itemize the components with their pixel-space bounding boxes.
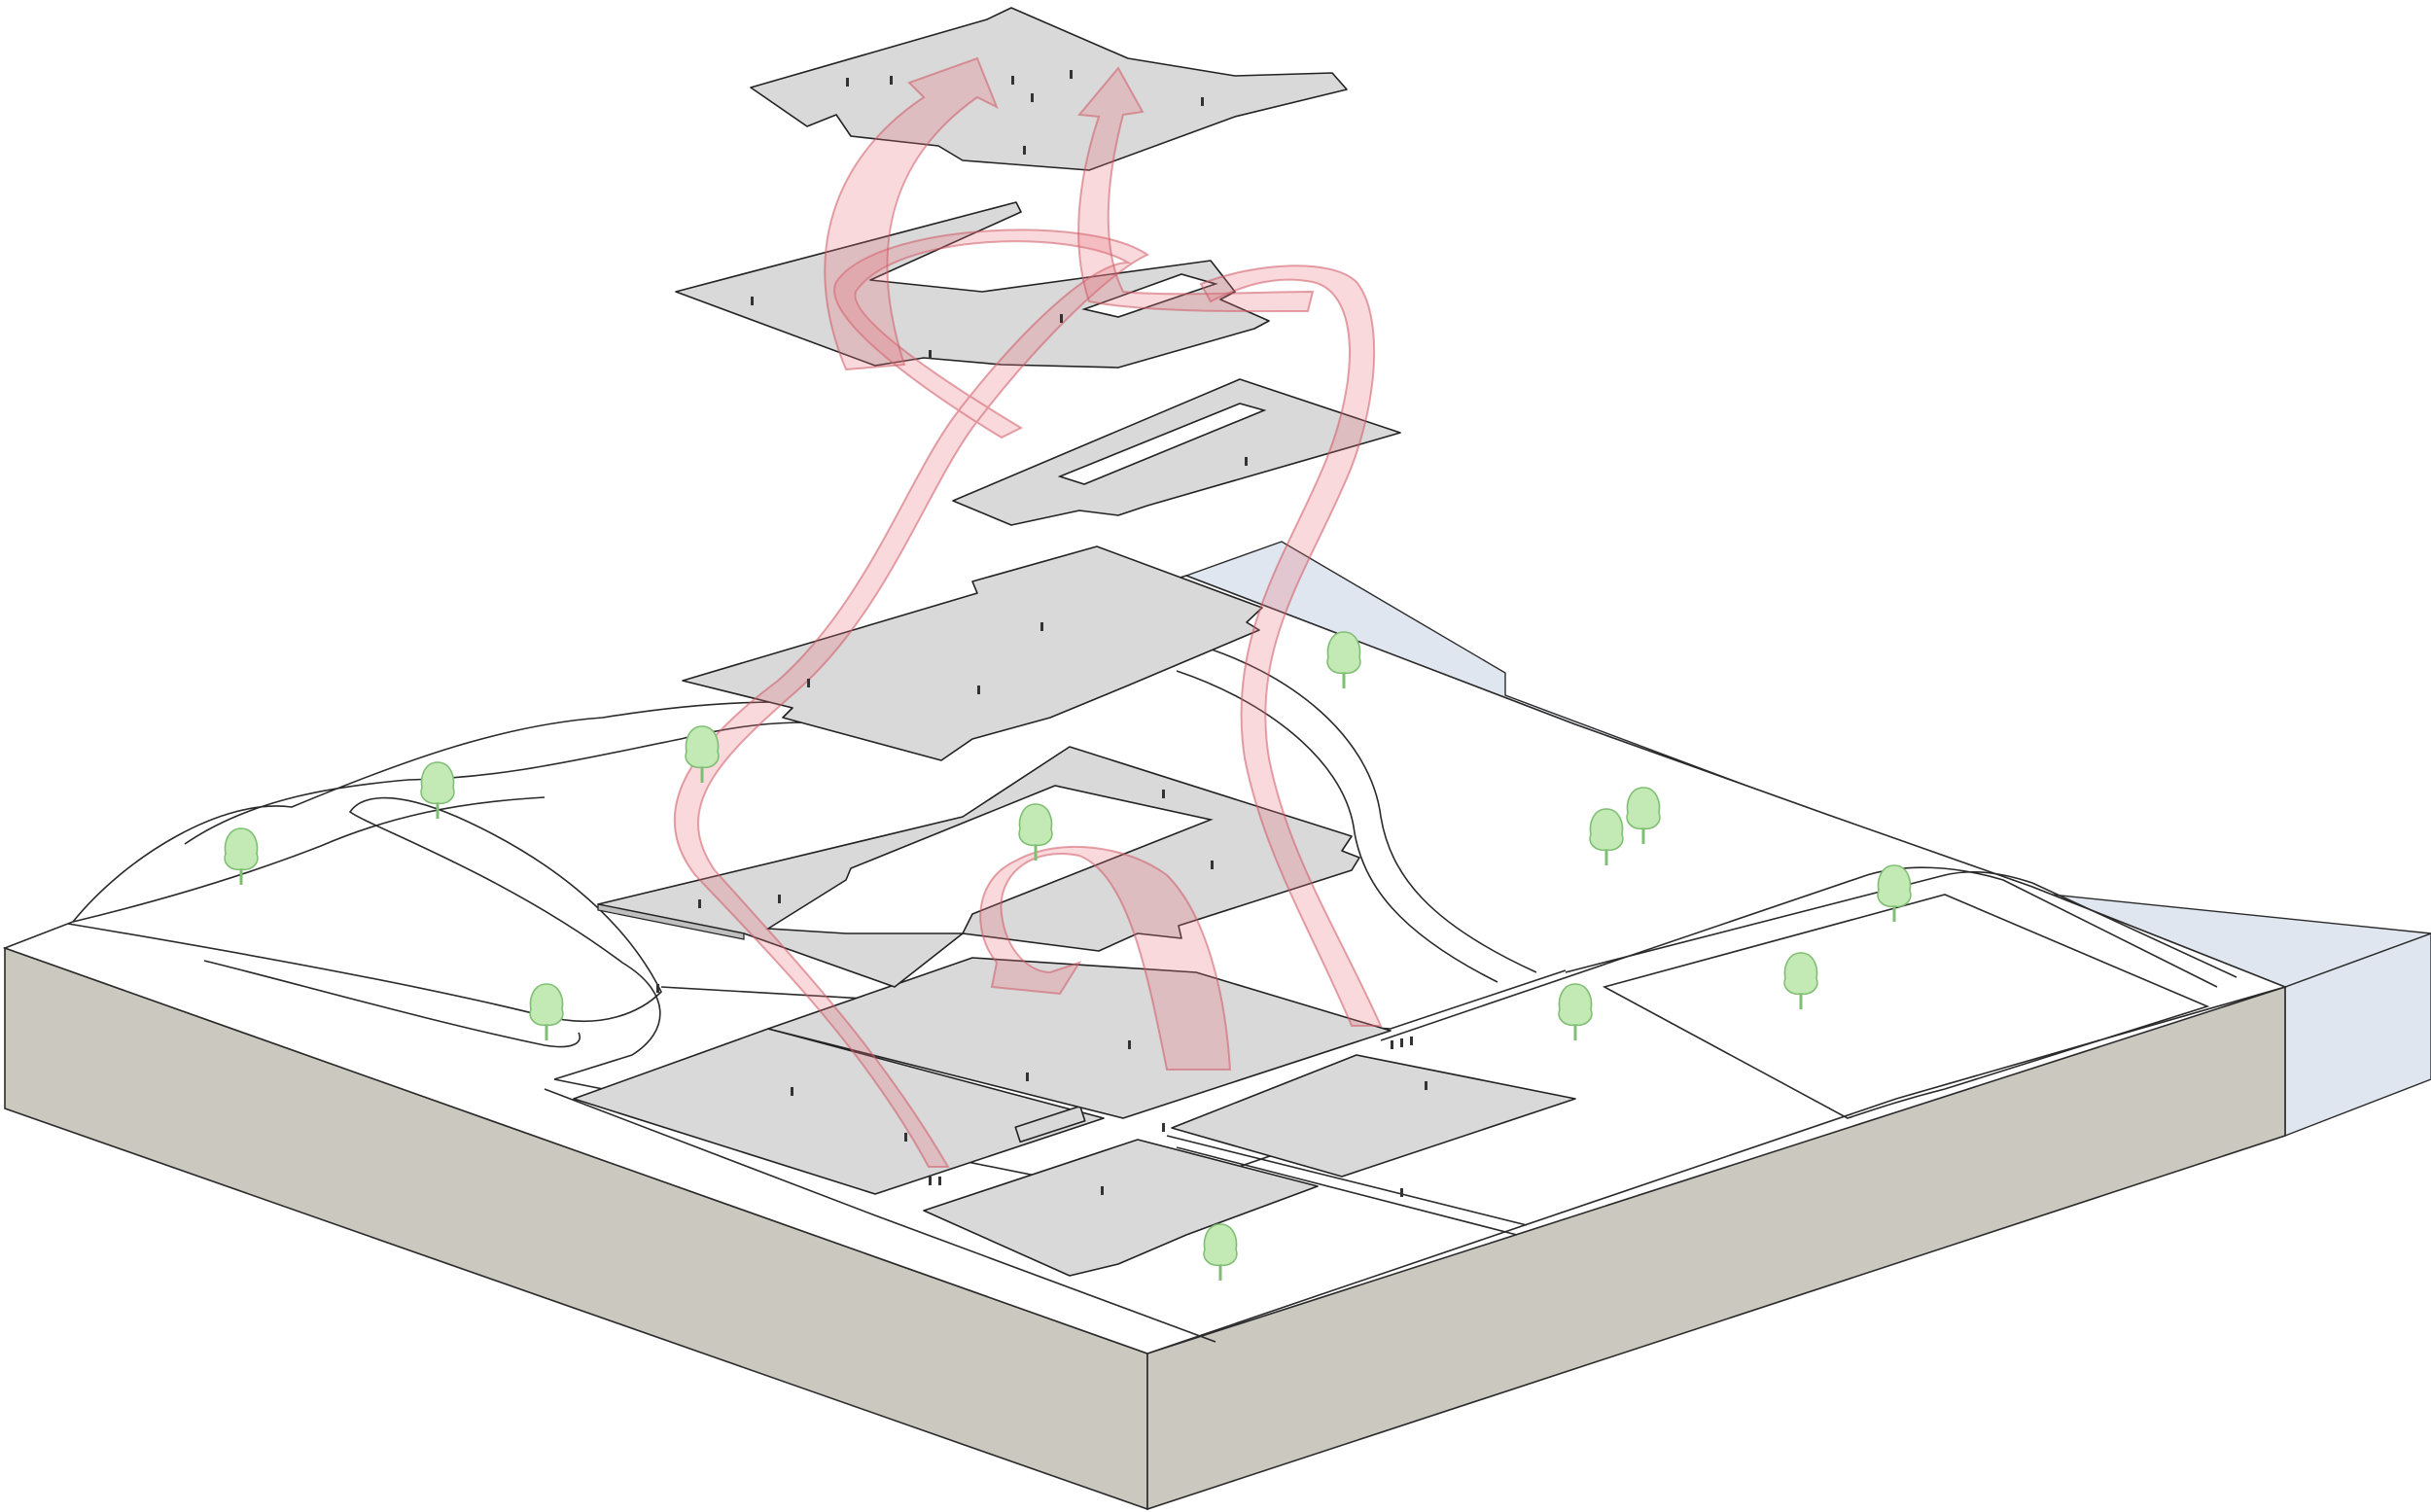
ground-building-west (573, 1028, 1105, 1195)
tree (420, 761, 455, 819)
slab-level-5 (750, 7, 1348, 171)
person (1128, 1040, 1131, 1049)
person (1400, 1038, 1403, 1047)
slab-level-4 (675, 201, 1270, 369)
level-4-slab (675, 201, 1270, 369)
level-3-atrium-opening (1057, 403, 1267, 485)
person (1162, 1123, 1165, 1132)
tree (685, 725, 720, 783)
slab-level-2 (682, 545, 1263, 761)
flow-arrow-right-top (1077, 66, 1315, 313)
person (1026, 1072, 1029, 1081)
flow-arrow-left-top (824, 56, 999, 371)
park-boundary (1602, 894, 2210, 1119)
person (698, 899, 701, 908)
ground-building-east (1171, 1054, 1576, 1178)
ground-top-surface (2, 575, 2288, 1354)
level-5-slab (750, 7, 1348, 171)
tree (529, 983, 564, 1040)
person (938, 1177, 941, 1185)
people (656, 70, 1427, 1197)
lower-street-edge (1176, 1146, 1518, 1236)
person (1040, 622, 1043, 631)
tree (1626, 787, 1661, 844)
person (846, 78, 849, 87)
hill-contour (184, 721, 896, 845)
tree (1783, 952, 1818, 1009)
curved-road-inner (203, 960, 581, 1048)
person (1162, 790, 1165, 798)
tree (1326, 631, 1361, 688)
tree (1589, 808, 1624, 865)
ground-footprints (573, 957, 1576, 1277)
level-2-slab (682, 545, 1263, 761)
person (929, 1177, 932, 1185)
level-1-courtyard (765, 785, 1214, 934)
person (904, 1133, 907, 1142)
person (977, 686, 980, 694)
person (1201, 97, 1204, 106)
road-to-canal (1185, 641, 1537, 973)
person (1060, 314, 1063, 323)
person (1031, 93, 1034, 102)
person (1400, 1188, 1403, 1197)
person (890, 76, 893, 85)
person (1425, 1081, 1427, 1090)
person (1211, 861, 1214, 869)
ground-building-skylight (1014, 1105, 1086, 1143)
flow-arrow-loop-bottom (979, 845, 1232, 1071)
flow-arrow-main-left (673, 229, 1150, 1168)
person (807, 679, 810, 687)
person (656, 984, 659, 993)
tree (1558, 983, 1593, 1040)
long-road-lower (1565, 870, 2237, 978)
level-3-slab (952, 378, 1401, 526)
ground-building-center (767, 957, 1392, 1119)
ground-right-side (1146, 985, 2286, 1511)
tree (1203, 1223, 1238, 1281)
person (1245, 457, 1248, 466)
person (1070, 70, 1073, 79)
person (1011, 76, 1014, 85)
trees (224, 631, 1912, 1281)
flow-arrow-right-long (1199, 264, 1383, 1027)
person (778, 895, 781, 903)
person (1101, 1186, 1104, 1195)
person (1391, 1040, 1393, 1049)
circulation-flows (673, 56, 1383, 1168)
tree (1877, 864, 1912, 922)
person (791, 1087, 793, 1096)
slab-level-3 (952, 378, 1401, 526)
level-1-slab-edge (597, 903, 745, 940)
lower-street (1166, 1135, 1528, 1226)
ground-block (2, 541, 2431, 1511)
hill-contour (72, 796, 546, 923)
road-to-canal-inner (1176, 670, 1498, 983)
ground-building-south (923, 1139, 1319, 1277)
person (929, 350, 932, 359)
south-road-edge (544, 1088, 1216, 1343)
person (1410, 1037, 1413, 1045)
long-road-upper (1380, 866, 2218, 1041)
tree (1018, 803, 1053, 861)
slab-level-1 (597, 746, 1360, 988)
person (751, 297, 754, 305)
tree (224, 827, 259, 885)
person (1023, 146, 1026, 155)
curved-road (67, 796, 662, 1080)
